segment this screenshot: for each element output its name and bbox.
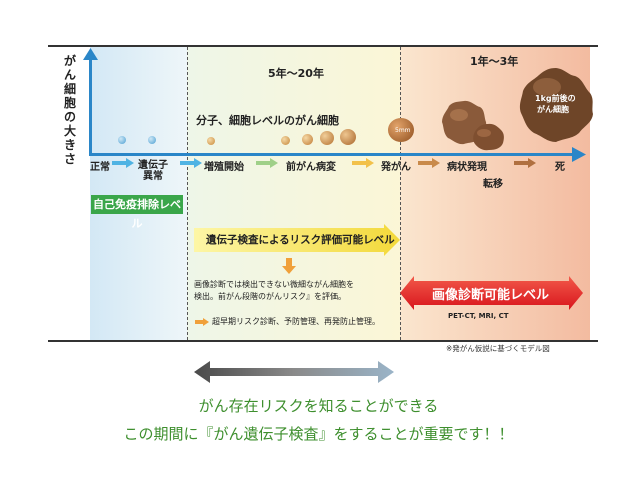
stage-metastasis: 転移 xyxy=(483,179,503,190)
gene-test-arrow xyxy=(194,224,400,256)
caption-line1: がん存在リスクを知ることができる xyxy=(198,397,439,415)
period-label-late: 1年〜3年 xyxy=(470,55,519,68)
cell-proliferation xyxy=(207,137,215,145)
immune-elimination-label: 自己免疫排除レベル xyxy=(91,195,183,230)
cell-1kg xyxy=(519,68,593,142)
stage-arrow-2 xyxy=(180,158,202,168)
immune-zone-background xyxy=(90,45,187,340)
stage-death: 死 xyxy=(555,162,565,173)
stage-arrow-4 xyxy=(352,158,374,168)
y-axis-arrowhead xyxy=(83,48,98,60)
x-axis xyxy=(89,153,574,156)
down-arrow-icon xyxy=(282,258,296,274)
period-divider-1 xyxy=(187,47,188,340)
cell-5mm xyxy=(388,118,414,142)
cell-5mm-label: 5mm xyxy=(395,127,411,134)
bottom-rule xyxy=(48,340,598,342)
cell-precancer-3 xyxy=(320,131,334,145)
cell-1kg-label-line1: 1kg前後の xyxy=(535,94,576,103)
cell-level-label: 分子、細胞レベルのがん細胞 xyxy=(196,114,339,127)
cell-normal-1 xyxy=(118,136,126,144)
imaging-level-arrow xyxy=(400,276,583,310)
cell-normal-2 xyxy=(148,136,156,144)
period-divider-2 xyxy=(400,47,401,340)
imaging-methods: PET-CT, MRI, CT xyxy=(448,312,509,320)
y-axis-label: がん細胞の大きさ xyxy=(64,54,77,166)
cell-precancer-2 xyxy=(302,134,313,145)
early-risk-label: 超早期リスク診断、予防管理、再発防止管理。 xyxy=(212,317,380,326)
stage-arrow-5 xyxy=(418,158,440,168)
gene-test-label: 遺伝子検査によるリスク評価可能レベル xyxy=(206,234,395,246)
stage-arrow-6 xyxy=(514,158,536,168)
y-axis xyxy=(89,56,92,156)
cell-precancer-4 xyxy=(340,129,356,145)
stage-onset: 発がん xyxy=(381,162,411,173)
stage-gene-abnormal-line1: 遺伝子 xyxy=(138,160,168,171)
top-rule xyxy=(48,45,598,47)
small-right-arrow-icon xyxy=(195,318,209,326)
stage-precancer: 前がん病変 xyxy=(286,162,336,173)
x-axis-arrowhead xyxy=(572,147,586,162)
imaging-level-label: 画像診断可能レベル xyxy=(432,288,550,303)
stage-proliferation: 増殖開始 xyxy=(204,162,244,173)
stage-arrow-3 xyxy=(256,158,278,168)
stage-arrow-1 xyxy=(112,158,134,168)
detection-note-line1: 画像診断では検出できない微細ながん細胞を xyxy=(194,280,354,289)
cell-metastasis xyxy=(473,123,504,151)
model-note: ※発がん仮説に基づくモデル図 xyxy=(446,344,550,353)
gene-zone-background xyxy=(187,45,400,340)
period-double-arrow xyxy=(194,361,394,383)
detection-note-line2: 検出。前がん段階のがんリスク』を評価。 xyxy=(194,292,346,301)
stage-gene-abnormal-line2: 異常 xyxy=(143,171,163,182)
cell-1kg-label-line2: がん細胞 xyxy=(537,105,569,114)
cell-precancer-1 xyxy=(281,136,290,145)
stage-normal: 正常 xyxy=(90,162,110,173)
period-label-early: 5年〜20年 xyxy=(268,67,324,80)
caption-line2: この期間に『がん遺伝子検査』をすることが重要です！！ xyxy=(123,425,514,443)
stage-symptoms: 病状発現 xyxy=(447,162,487,173)
